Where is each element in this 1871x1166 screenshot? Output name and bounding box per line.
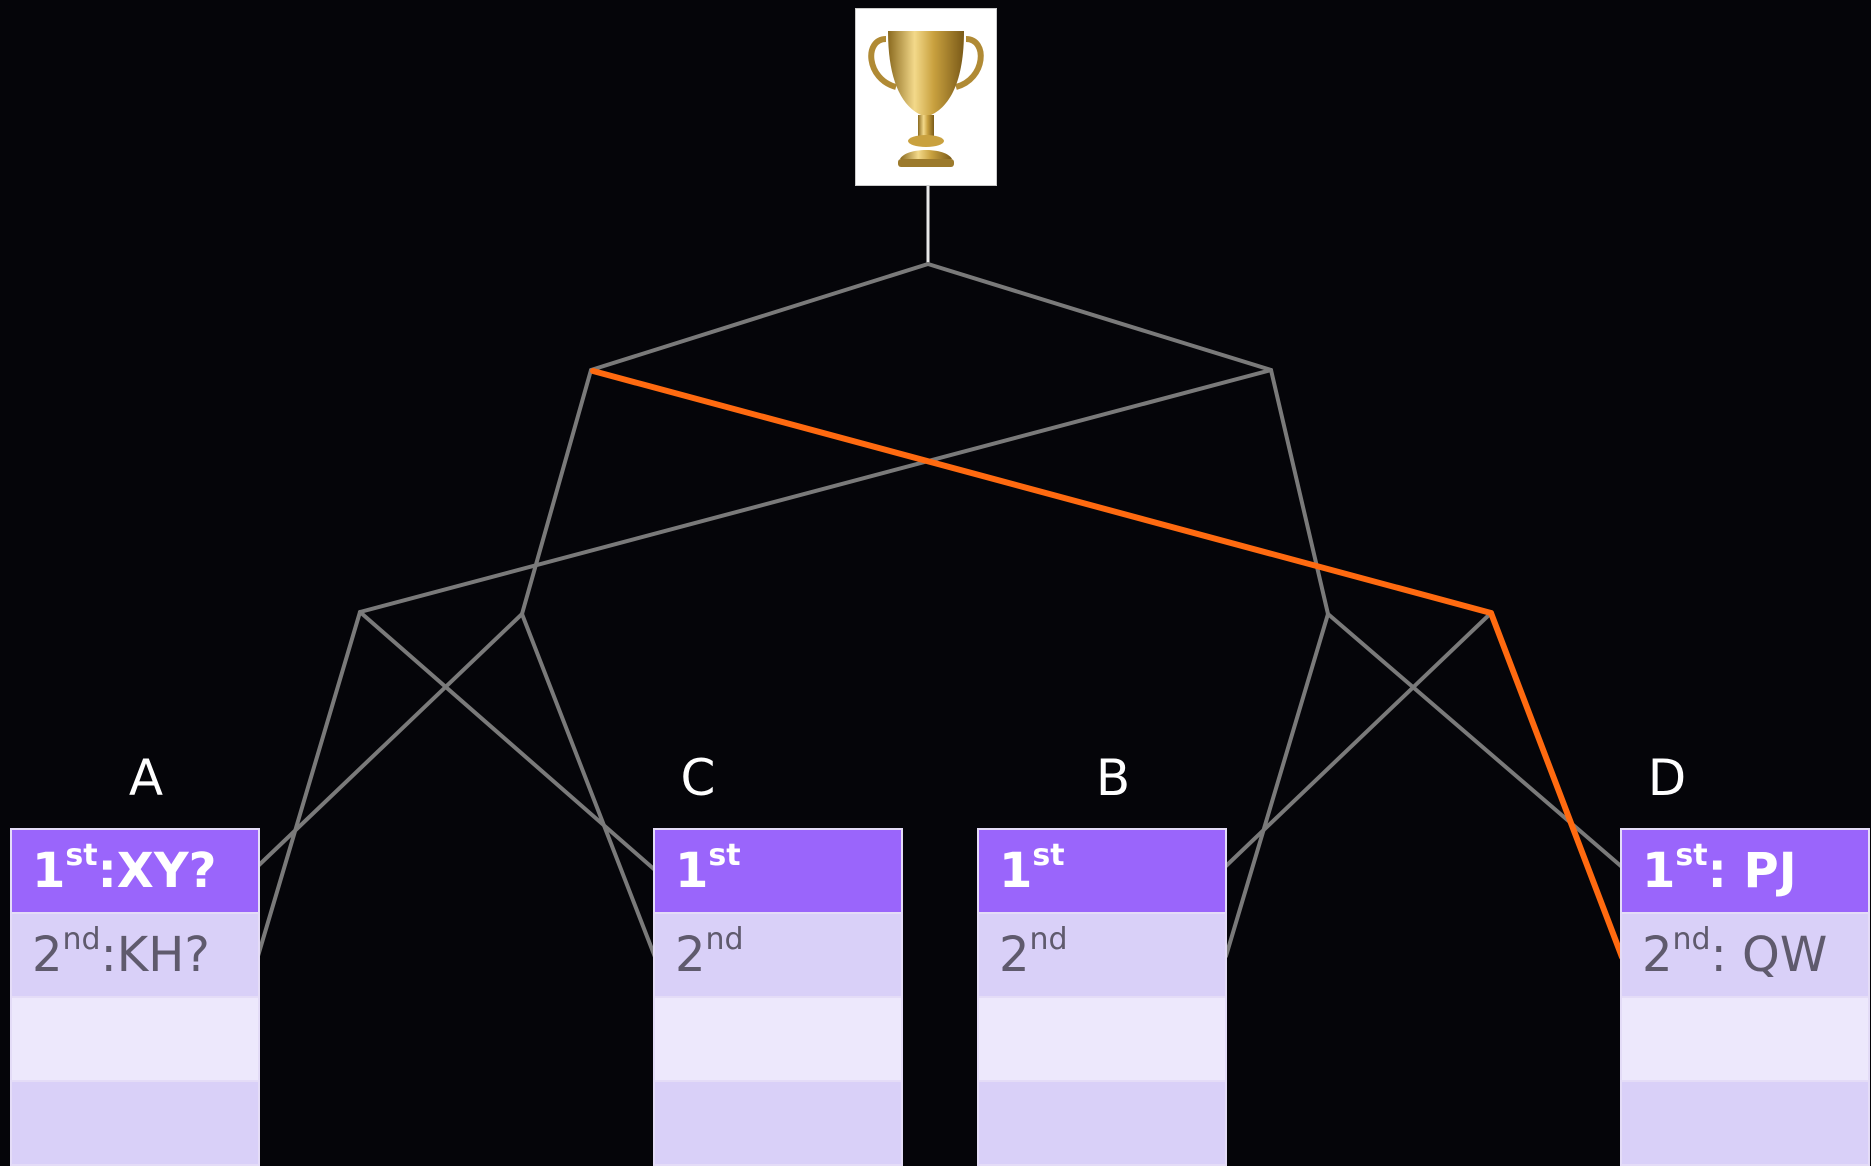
qf3-to-b2-line: [1224, 611, 1493, 868]
group-letter-a: A: [128, 749, 164, 807]
group-c-third-row: [655, 998, 901, 1082]
semi1-to-qf1-line: [520, 368, 593, 616]
group-d-third-row: [1622, 998, 1868, 1082]
group-b-third-row: [979, 998, 1225, 1082]
semi2-to-qf2-line: [358, 368, 1273, 614]
trophy-icon: [868, 31, 984, 167]
qf4-to-d1-line: [1326, 612, 1624, 869]
group-b-fourth-row: [979, 1082, 1225, 1164]
group-c-fourth-row: [655, 1082, 901, 1164]
final-left-line: [589, 262, 930, 372]
semi2-to-qf4-line: [1269, 368, 1330, 616]
group-letter-d: D: [1647, 749, 1687, 807]
group-d-fourth-row: [1622, 1082, 1868, 1164]
group-a-third-row: [12, 998, 258, 1082]
highlight-semi-line: [590, 368, 1494, 616]
qf2-to-a1-line: [256, 610, 362, 958]
qf1-to-c2-line: [520, 612, 657, 959]
trophy-image: [855, 8, 997, 186]
qf4-to-b1-line: [1224, 612, 1330, 958]
final-right-line: [926, 262, 1273, 372]
qf2-to-c1-line: [358, 610, 657, 872]
highlight-qf-line: [1488, 610, 1625, 960]
group-letter-c: C: [680, 749, 716, 807]
group-letter-b: B: [1095, 749, 1131, 807]
qf1-to-a2-line: [256, 612, 524, 868]
group-a-fourth-row: [12, 1082, 258, 1164]
